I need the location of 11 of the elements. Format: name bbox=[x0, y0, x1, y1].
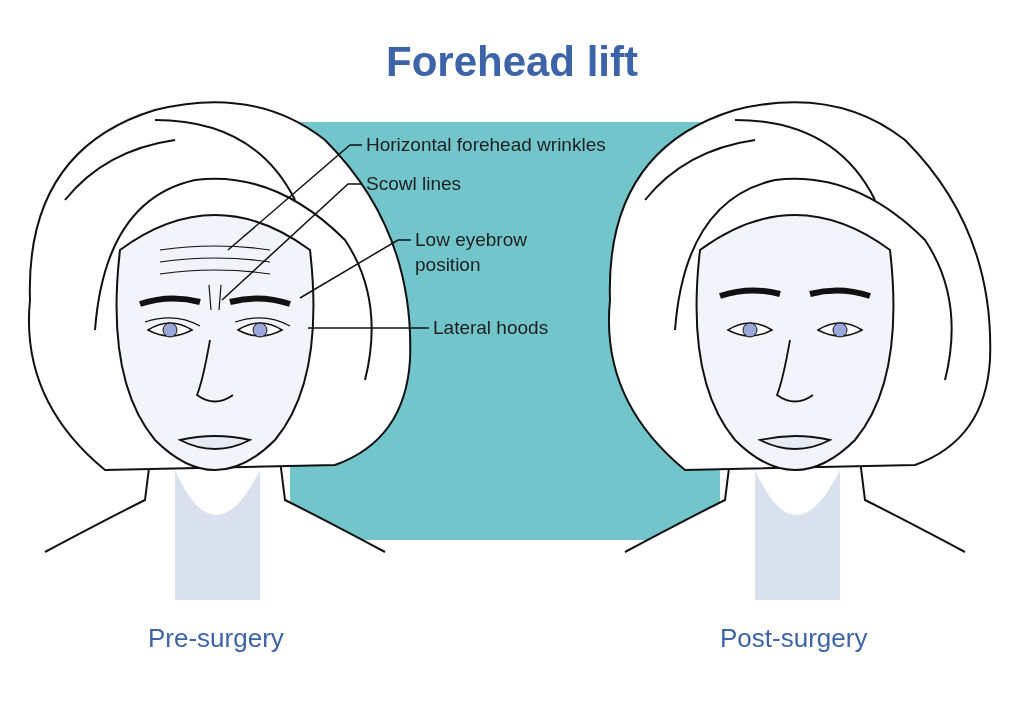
caption: Post-surgery bbox=[720, 623, 868, 654]
diagram-title: Forehead lift bbox=[385, 38, 639, 86]
leader-line bbox=[221, 183, 363, 301]
callout-label: Lateral hoods bbox=[433, 315, 549, 340]
callout-label: Horizontal forehead wrinkles bbox=[366, 132, 606, 157]
leader-line bbox=[299, 239, 412, 299]
caption: Pre-surgery bbox=[148, 623, 284, 654]
leader-line bbox=[307, 327, 430, 329]
leader-line bbox=[227, 144, 363, 251]
callout-label: Scowl lines bbox=[366, 171, 462, 196]
callout-label: Low eyebrow position bbox=[415, 227, 555, 277]
